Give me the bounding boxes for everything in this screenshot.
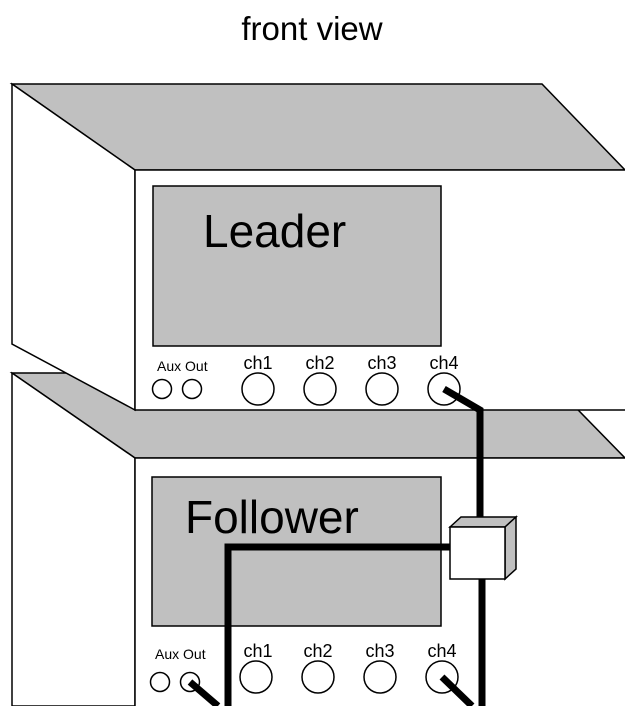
splitter-side-face — [504, 515, 517, 581]
leader-ch2-label: ch2 — [305, 353, 334, 373]
leader-ch3-label: ch3 — [367, 353, 396, 373]
follower-ch2-connector — [301, 660, 335, 694]
follower-unit: Follower Aux Out ch1 ch2 ch3 ch4 — [9, 371, 625, 706]
leader-ch1-label: ch1 — [243, 353, 272, 373]
splitter-front-face — [449, 526, 506, 580]
follower-ch4-stub-cable — [439, 674, 475, 706]
leader-aux-connector-2 — [181, 378, 203, 400]
follower-ch1-label: ch1 — [243, 641, 272, 661]
follower-ch4-label: ch4 — [427, 641, 456, 661]
splitter-to-aux-cable — [224, 543, 456, 706]
leader-ch3-connector — [365, 372, 399, 406]
leader-aux-out-label: Aux Out — [157, 358, 208, 374]
splitter-box — [448, 515, 518, 581]
leader-aux-connector-1 — [151, 378, 173, 400]
leader-ch4-label: ch4 — [429, 353, 458, 373]
cables — [187, 385, 486, 706]
leader-ch1-connector — [241, 372, 275, 406]
diagram-title: front view — [241, 10, 382, 47]
follower-ch3-label: ch3 — [365, 641, 394, 661]
leader-unit: Leader Aux Out ch1 ch2 ch3 ch4 — [9, 82, 625, 412]
follower-left-face — [11, 371, 136, 706]
follower-screen-label: Follower — [185, 491, 359, 543]
follower-ch2-label: ch2 — [303, 641, 332, 661]
follower-ch1-connector — [239, 660, 273, 694]
leader-screen-label: Leader — [203, 205, 346, 257]
aux-out-stub-cable — [187, 679, 221, 706]
leader-screen — [152, 185, 442, 347]
follower-aux-connector-1 — [149, 671, 171, 693]
follower-ch3-connector — [363, 660, 397, 694]
leader-ch4-cable — [442, 385, 484, 522]
leader-ch2-connector — [303, 372, 337, 406]
follower-screen — [151, 476, 442, 627]
follower-aux-out-label: Aux Out — [155, 646, 206, 662]
